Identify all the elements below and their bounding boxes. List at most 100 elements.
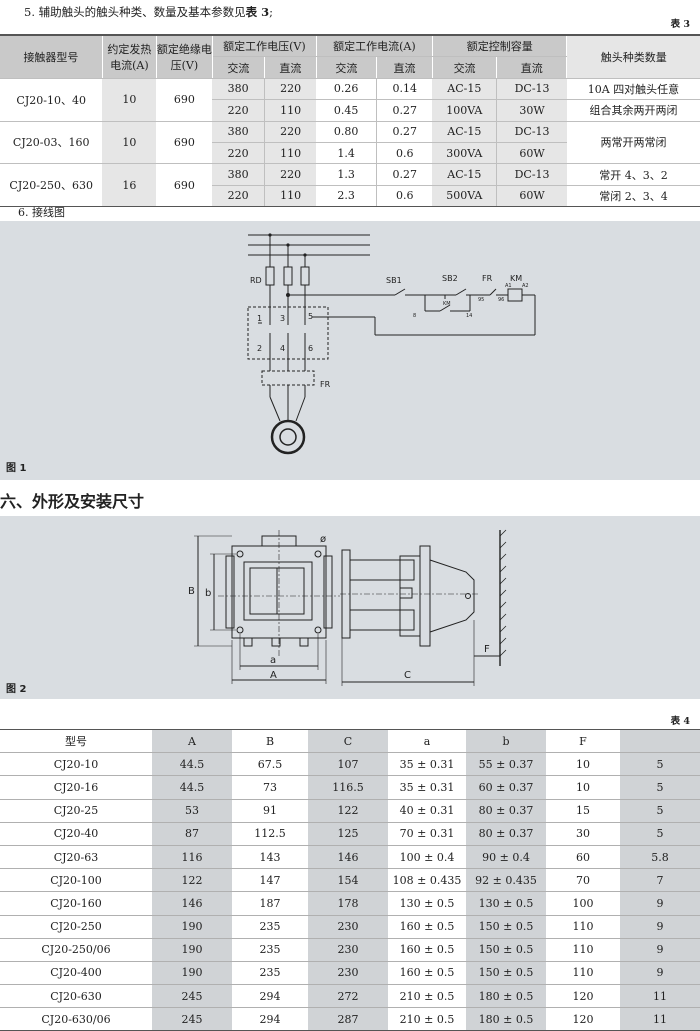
t4-cell-model: CJ20-250 bbox=[0, 915, 152, 939]
t4-cell-model: CJ20-100 bbox=[0, 868, 152, 893]
t4-cell-B: 294 bbox=[232, 1007, 308, 1031]
t3-cell: 0.27 bbox=[375, 163, 433, 186]
t4-cell-phi: 5 bbox=[620, 799, 700, 823]
fig1-terminal-4: 4 bbox=[280, 344, 285, 353]
t3-cell: 380 bbox=[212, 78, 265, 101]
t3-cell: DC-13 bbox=[496, 78, 567, 101]
t3-cell: 380 bbox=[212, 163, 265, 186]
t3-header-contacts: 触头种类数量 bbox=[566, 33, 700, 79]
t3-cell: 110 bbox=[263, 99, 317, 122]
t3-current: 16 bbox=[102, 163, 157, 208]
t4-cell-A: 116 bbox=[152, 845, 232, 870]
section6-title: 6. 接线图 bbox=[18, 206, 65, 219]
t4-cell-a: 108 ± 0.435 bbox=[388, 868, 466, 893]
t3-cell: DC-13 bbox=[496, 163, 567, 186]
fig2-dim-a: a bbox=[270, 655, 276, 666]
fig1-terminal-3: 3 bbox=[280, 314, 285, 323]
t3-cell: 220 bbox=[263, 78, 317, 101]
t4-header-a: a bbox=[388, 728, 466, 754]
t4-header-row: 型号 A B C a b F bbox=[0, 728, 700, 754]
fig1-terminal-1: 1 bbox=[257, 314, 262, 323]
t4-cell-a: 70 ± 0.31 bbox=[388, 822, 466, 846]
t4-cell-model: CJ20-40 bbox=[0, 822, 152, 846]
t4-cell-C: 230 bbox=[308, 915, 388, 939]
t3-contacts: 两常开两常闭 bbox=[566, 121, 700, 165]
t4-cell-model: CJ20-630 bbox=[0, 984, 152, 1009]
t4-header-C: C bbox=[308, 728, 388, 754]
t4-cell-C: 146 bbox=[308, 845, 388, 870]
t3-cell: 0.45 bbox=[316, 99, 377, 122]
t4-cell-a: 210 ± 0.5 bbox=[388, 1007, 466, 1031]
fig1-sb1-label: SB1 bbox=[386, 276, 402, 285]
t3-cell: 100VA bbox=[432, 99, 497, 122]
t4-cell-phi: 5 bbox=[620, 775, 700, 800]
t4-cell-phi: 11 bbox=[620, 984, 700, 1009]
t4-cell-A: 190 bbox=[152, 938, 232, 962]
fig1-terminal-5: 5 bbox=[308, 312, 313, 321]
t3-header-insulation: 额定绝缘电压(V) bbox=[156, 33, 213, 79]
t4-cell-phi: 5 bbox=[620, 752, 700, 777]
t3-cell: 220 bbox=[263, 163, 317, 186]
wiring-diagram: RD SB1 SB2 FR KM FR 1 3 5 2 4 6 KM 8 14 … bbox=[247, 233, 536, 455]
t3-sub-ac2: 交流 bbox=[316, 56, 377, 79]
t4-cell-F: 110 bbox=[546, 938, 620, 962]
t3-cell: AC-15 bbox=[432, 78, 497, 101]
t4-cell-A: 44.5 bbox=[152, 775, 232, 800]
t4-cell-b: 90 ± 0.4 bbox=[466, 845, 546, 870]
fig2-dim-A: A bbox=[270, 670, 277, 681]
t3-model: CJ20-10、40 bbox=[0, 78, 103, 122]
t4-cell-B: 235 bbox=[232, 915, 308, 939]
t3-insulation: 690 bbox=[156, 78, 213, 122]
t3-header-model: 接触器型号 bbox=[0, 33, 103, 79]
t4-cell-model: CJ20-25 bbox=[0, 799, 152, 823]
t4-cell-model: CJ20-63 bbox=[0, 845, 152, 870]
t4-cell-B: 91 bbox=[232, 799, 308, 823]
fig1-rd-label: RD bbox=[250, 276, 262, 285]
t4-cell-phi: 11 bbox=[620, 1007, 700, 1031]
fig1-terminal-2: 2 bbox=[257, 344, 262, 353]
t3-sub-dc2: 直流 bbox=[376, 56, 433, 79]
t4-cell-b: 92 ± 0.435 bbox=[466, 868, 546, 893]
t4-cell-B: 235 bbox=[232, 938, 308, 962]
t4-header-A: A bbox=[152, 728, 232, 754]
t4-cell-F: 15 bbox=[546, 799, 620, 823]
fig1-a1: A1 bbox=[505, 283, 512, 289]
t3-cell: DC-13 bbox=[496, 121, 567, 143]
t4-cell-phi: 5.8 bbox=[620, 845, 700, 870]
t4-cell-C: 178 bbox=[308, 891, 388, 916]
t3-header-current: 约定发热电流(A) bbox=[102, 33, 157, 79]
fig1-fr-label: FR bbox=[482, 274, 493, 283]
figure2-label: 图 2 bbox=[6, 684, 27, 695]
t3-cell: 0.6 bbox=[375, 185, 433, 208]
fig1-terminal-6: 6 bbox=[308, 344, 313, 353]
t3-cell: 110 bbox=[263, 142, 317, 165]
t3-header-current-text: 约定发热电流(A) bbox=[107, 42, 152, 72]
t3-insulation: 690 bbox=[156, 121, 213, 165]
t3-sub-ac3: 交流 bbox=[432, 56, 498, 79]
t4-cell-A: 53 bbox=[152, 799, 232, 823]
t4-cell-A: 122 bbox=[152, 868, 232, 893]
t4-cell-C: 116.5 bbox=[308, 775, 388, 800]
t4-cell-C: 154 bbox=[308, 868, 388, 893]
t4-cell-a: 35 ± 0.31 bbox=[388, 752, 466, 777]
t4-cell-a: 100 ± 0.4 bbox=[388, 845, 466, 870]
fig2-dim-phi: ø bbox=[320, 534, 326, 545]
t4-cell-F: 10 bbox=[546, 752, 620, 777]
t4-cell-b: 55 ± 0.37 bbox=[466, 752, 546, 777]
t3-model: CJ20-250、630 bbox=[0, 163, 103, 208]
fig1-km-label: KM bbox=[510, 274, 522, 283]
auxiliary-contacts-table: 接触器型号 约定发热电流(A) 额定绝缘电压(V) 额定工作电压(V) 额定工作… bbox=[0, 33, 700, 208]
t4-cell-C: 122 bbox=[308, 799, 388, 823]
t4-cell-a: 160 ± 0.5 bbox=[388, 938, 466, 962]
section-heading: 六、外形及安装尺寸 bbox=[0, 492, 145, 511]
t4-cell-A: 190 bbox=[152, 915, 232, 939]
t3-cell: 0.27 bbox=[375, 121, 433, 143]
fig2-dim-b: b bbox=[205, 588, 211, 599]
t4-cell-C: 125 bbox=[308, 822, 388, 846]
